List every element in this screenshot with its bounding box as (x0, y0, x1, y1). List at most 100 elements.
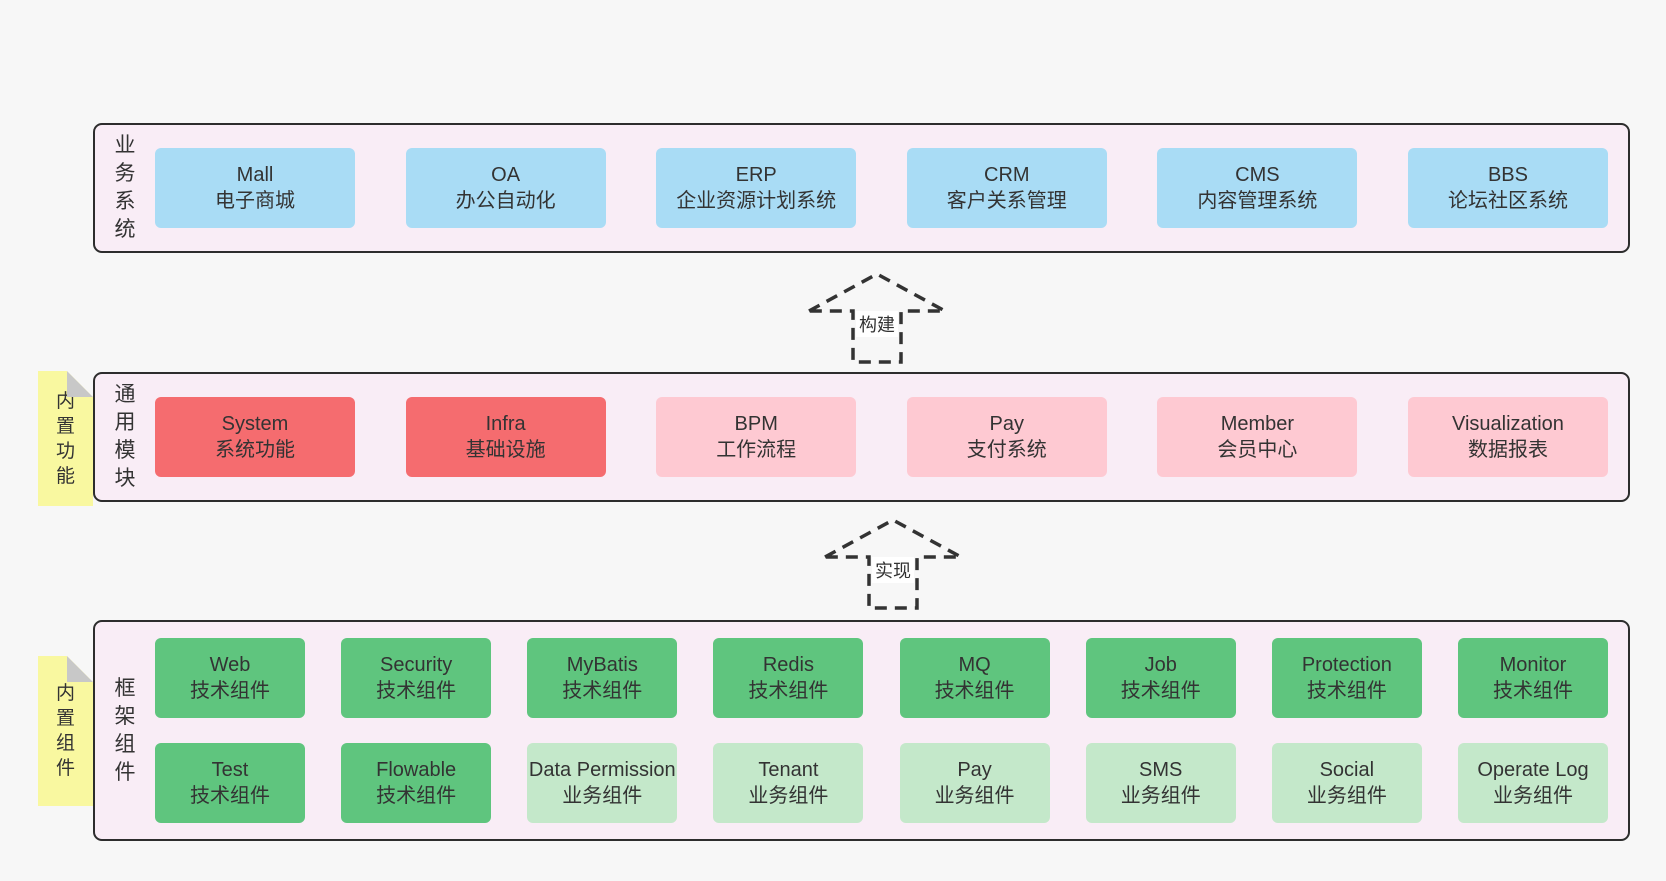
node-subtitle: 业务组件 (934, 785, 1015, 807)
node-title: Visualization (1452, 413, 1564, 435)
framework-components-row-1: Web 技术组件 Security 技术组件 MyBatis 技术组件 Redi… (155, 638, 1608, 718)
node-title: BPM (734, 413, 778, 435)
node-infra: Infra 基础设施 (405, 397, 606, 477)
node-title: Mall (236, 164, 274, 186)
node-title: OA (491, 164, 521, 186)
node-title: Monitor (1499, 654, 1567, 676)
node-pay: Pay 支付系统 (906, 397, 1107, 477)
node-subtitle: 工作流程 (716, 439, 797, 461)
node-security: Security 技术组件 (341, 638, 492, 718)
node-subtitle: 基础设施 (465, 439, 546, 461)
node-title: Security (380, 654, 453, 676)
layer-label-text: 框架组件 (114, 676, 136, 784)
common-modules-row: System 系统功能 Infra 基础设施 BPM 工作流程 Pay 支付系统… (155, 374, 1608, 500)
node-title: Protection (1301, 654, 1392, 676)
node-title: Web (209, 654, 251, 676)
node-title: Data Permission (528, 759, 676, 781)
dashed-up-arrow-icon (808, 272, 946, 364)
node-title: Job (1144, 654, 1177, 676)
node-subtitle: 技术组件 (190, 680, 270, 702)
node-subtitle: 技术组件 (1306, 680, 1387, 702)
node-title: Redis (762, 654, 814, 676)
node-subtitle: 技术组件 (562, 680, 643, 702)
arrow-build: 构建 (792, 271, 962, 365)
node-oa: OA 办公自动化 (405, 148, 606, 228)
node-title: MyBatis (566, 654, 638, 676)
node-web: Web 技术组件 (155, 638, 305, 718)
node-subtitle: 系统功能 (215, 439, 295, 461)
node-subtitle: 会员中心 (1217, 439, 1298, 461)
node-title: Operate Log (1477, 759, 1589, 781)
node-system: System 系统功能 (155, 397, 355, 477)
node-subtitle: 支付系统 (966, 439, 1047, 461)
node-pay-component: Pay 业务组件 (899, 743, 1050, 823)
node-mall: Mall 电子商城 (155, 148, 355, 228)
sticky-note-label: 内置功能 (55, 390, 75, 487)
node-subtitle: 业务组件 (562, 785, 643, 807)
node-title: Infra (485, 413, 526, 435)
framework-components-row-2: Test 技术组件 Flowable 技术组件 Data Permission … (155, 743, 1608, 823)
layer-business-systems: 业务系统 Mall 电子商城 OA 办公自动化 ERP 企业资源计划系统 CRM… (93, 123, 1630, 253)
node-subtitle: 技术组件 (376, 680, 457, 702)
node-title: Pay (989, 413, 1025, 435)
sticky-note-label: 内置组件 (55, 683, 75, 779)
node-subtitle: 企业资源计划系统 (676, 190, 837, 212)
node-subtitle: 技术组件 (376, 785, 457, 807)
node-bbs: BBS 论坛社区系统 (1407, 148, 1608, 228)
sticky-note-builtin-features: 内置功能 (38, 371, 93, 506)
node-subtitle: 客户关系管理 (946, 190, 1067, 212)
node-title: Tenant (758, 759, 819, 781)
node-title: Flowable (376, 759, 457, 781)
node-bpm: BPM 工作流程 (656, 397, 857, 477)
node-title: CRM (984, 164, 1030, 186)
node-social: Social 业务组件 (1271, 743, 1422, 823)
node-tenant: Tenant 业务组件 (713, 743, 864, 823)
node-subtitle: 技术组件 (1120, 680, 1201, 702)
layer-common-modules: 通用模块 System 系统功能 Infra 基础设施 BPM 工作流程 Pay… (93, 372, 1630, 502)
node-title: System (221, 413, 289, 435)
node-mybatis: MyBatis 技术组件 (527, 638, 678, 718)
node-subtitle: 论坛社区系统 (1447, 190, 1568, 212)
node-visualization: Visualization 数据报表 (1407, 397, 1608, 477)
node-subtitle: 技术组件 (190, 785, 270, 807)
node-protection: Protection 技术组件 (1271, 638, 1422, 718)
node-mq: MQ 技术组件 (899, 638, 1050, 718)
node-subtitle: 办公自动化 (455, 190, 556, 212)
node-title: ERP (735, 164, 777, 186)
sticky-note-builtin-components: 内置组件 (38, 656, 93, 806)
node-title: Member (1220, 413, 1295, 435)
node-title: Pay (957, 759, 992, 781)
node-crm: CRM 客户关系管理 (906, 148, 1107, 228)
node-title: SMS (1139, 759, 1183, 781)
node-operate-log: Operate Log 业务组件 (1457, 743, 1608, 823)
node-subtitle: 业务组件 (748, 785, 829, 807)
node-subtitle: 数据报表 (1467, 439, 1548, 461)
node-title: Test (211, 759, 249, 781)
node-subtitle: 业务组件 (1120, 785, 1201, 807)
node-data-permission: Data Permission 业务组件 (527, 743, 678, 823)
node-subtitle: 技术组件 (1492, 680, 1573, 702)
node-subtitle: 技术组件 (934, 680, 1015, 702)
node-subtitle: 业务组件 (1492, 785, 1573, 807)
business-systems-row: Mall 电子商城 OA 办公自动化 ERP 企业资源计划系统 CRM 客户关系… (155, 125, 1608, 251)
node-subtitle: 业务组件 (1306, 785, 1387, 807)
node-test: Test 技术组件 (155, 743, 305, 823)
layer-framework-components: 框架组件 Web 技术组件 Security 技术组件 MyBatis 技术组件… (93, 620, 1630, 841)
dashed-up-arrow-icon (824, 518, 962, 610)
node-job: Job 技术组件 (1085, 638, 1236, 718)
node-monitor: Monitor 技术组件 (1457, 638, 1608, 718)
layer-label-framework-components: 框架组件 (95, 622, 155, 839)
node-title: MQ (958, 654, 991, 676)
framework-components-grid: Web 技术组件 Security 技术组件 MyBatis 技术组件 Redi… (155, 622, 1608, 839)
layer-label-text: 通用模块 (114, 383, 136, 490)
node-flowable: Flowable 技术组件 (341, 743, 492, 823)
node-title: BBS (1487, 164, 1528, 186)
node-title: Social (1319, 759, 1375, 781)
arrow-implement: 实现 (808, 517, 978, 611)
arrow-implement-label: 实现 (872, 557, 914, 583)
node-cms: CMS 内容管理系统 (1157, 148, 1358, 228)
node-erp: ERP 企业资源计划系统 (656, 148, 857, 228)
node-subtitle: 电子商城 (215, 190, 295, 212)
node-subtitle: 内容管理系统 (1197, 190, 1318, 212)
